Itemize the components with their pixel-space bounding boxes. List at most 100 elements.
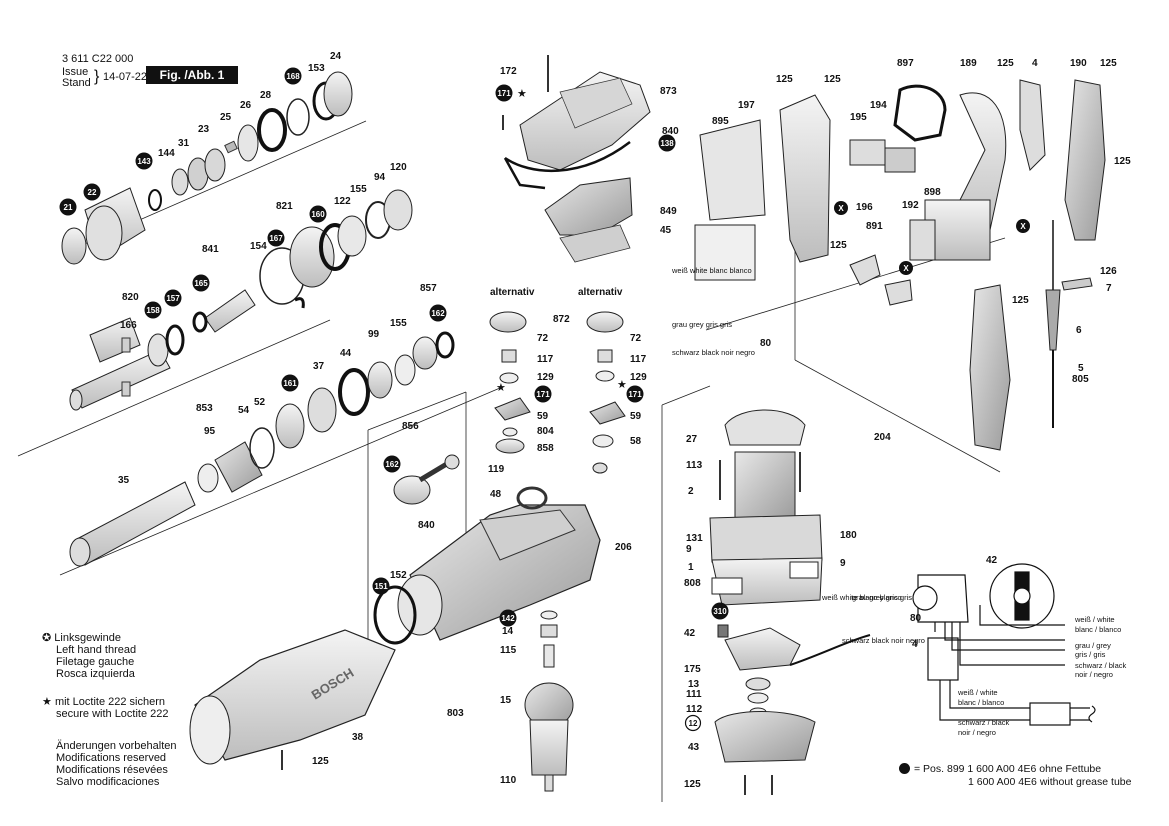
circle-badge: 171 bbox=[626, 385, 644, 403]
note-line: 1 600 A00 4E6 without grease tube bbox=[968, 776, 1132, 788]
part-label: 858 bbox=[537, 443, 554, 454]
legend-line: Modifications reserved bbox=[56, 752, 167, 764]
part-label: 190 bbox=[1070, 58, 1087, 69]
part-label: 872 bbox=[553, 314, 570, 325]
hammer-mechanism-parts bbox=[69, 189, 455, 411]
circle-badge: 138 bbox=[658, 134, 676, 152]
part-label: 117 bbox=[537, 354, 554, 365]
part-label: 891 bbox=[866, 221, 883, 232]
legend-line: Änderungen vorbehalten bbox=[56, 740, 177, 752]
svg-text:165: 165 bbox=[194, 279, 208, 288]
circle-badge: 12 bbox=[684, 714, 702, 732]
part-label: 119 bbox=[488, 464, 505, 475]
issue-label: Issue bbox=[62, 66, 89, 78]
note-line: = Pos. 899 1 600 A00 4E6 ohne Fettube bbox=[914, 763, 1102, 775]
part-label: 856 bbox=[402, 421, 419, 432]
part-label: 897 bbox=[897, 58, 914, 69]
part-label: 849 bbox=[660, 206, 677, 217]
part-label: 155 bbox=[350, 184, 367, 195]
part-label: 43 bbox=[688, 742, 700, 753]
svg-text:158: 158 bbox=[146, 306, 160, 315]
circled-labels: 171 138 143 21 22 168 167 160 165 158 15… bbox=[59, 67, 729, 732]
part-label: 125 bbox=[312, 756, 329, 767]
part-label: 808 bbox=[684, 578, 701, 589]
legend-left-thread: ✪ Linksgewinde Left hand thread Filetage… bbox=[42, 632, 136, 680]
part-label: 37 bbox=[313, 361, 325, 372]
part-label: 113 bbox=[686, 460, 703, 471]
svg-text:12: 12 bbox=[689, 719, 698, 728]
part-label: 126 bbox=[1100, 266, 1117, 277]
wire-label: gris / gris bbox=[1075, 650, 1106, 659]
part-label: 204 bbox=[874, 432, 891, 443]
part-label: 180 bbox=[840, 530, 857, 541]
part-label: 72 bbox=[537, 333, 549, 344]
bullet-icon bbox=[899, 763, 910, 774]
part-label: 172 bbox=[500, 66, 517, 77]
part-label: 125 bbox=[997, 58, 1014, 69]
svg-text:162: 162 bbox=[385, 460, 399, 469]
legend-line: Left hand thread bbox=[56, 644, 137, 656]
wire-label: schwarz / black bbox=[1075, 661, 1127, 670]
part-label: 125 bbox=[1012, 295, 1029, 306]
part-label: 898 bbox=[924, 187, 941, 198]
svg-text:21: 21 bbox=[64, 203, 73, 212]
circle-badge: 167 bbox=[267, 229, 285, 247]
armature bbox=[524, 610, 574, 792]
part-label: 42 bbox=[684, 628, 696, 639]
wire-label: blanc / blanco bbox=[958, 698, 1004, 707]
part-label: 28 bbox=[260, 90, 272, 101]
svg-text:171: 171 bbox=[536, 390, 550, 399]
part-label: 110 bbox=[500, 775, 517, 786]
star-icon: ★ bbox=[517, 88, 527, 100]
part-label: 25 bbox=[220, 112, 232, 123]
wire-label: noir / negro bbox=[1075, 670, 1113, 679]
part-label: 80 bbox=[760, 338, 772, 349]
wire-label: weiß white blanc blanco bbox=[671, 266, 752, 275]
piston-parts bbox=[393, 454, 460, 505]
svg-text:138: 138 bbox=[660, 139, 674, 148]
variant-label: alternativ bbox=[578, 287, 623, 298]
svg-text:168: 168 bbox=[286, 72, 300, 81]
wire-label: grau grey gris gris bbox=[852, 593, 912, 602]
part-label: 206 bbox=[615, 542, 632, 553]
stand-label: Stand bbox=[62, 77, 91, 89]
part-label: 189 bbox=[960, 58, 977, 69]
legend-line: secure with Loctite 222 bbox=[56, 708, 169, 720]
part-label: 13 bbox=[688, 679, 700, 690]
part-label: 31 bbox=[178, 138, 190, 149]
wire-label: grau / grey bbox=[1075, 641, 1111, 650]
part-label: 804 bbox=[537, 426, 554, 437]
part-label: 15 bbox=[500, 695, 512, 706]
tool-holder-parts bbox=[61, 71, 353, 265]
circle-badge: 157 bbox=[164, 289, 182, 307]
part-label: 94 bbox=[374, 172, 386, 183]
part-label: 95 bbox=[204, 426, 216, 437]
circle-star-icon: ✪ bbox=[42, 632, 52, 644]
star-icon: ★ bbox=[496, 382, 506, 394]
svg-text:142: 142 bbox=[501, 614, 515, 623]
cable bbox=[1045, 220, 1093, 428]
legend-line: Linksgewinde bbox=[54, 632, 121, 644]
wiring-schematic bbox=[912, 563, 1096, 726]
part-label: 52 bbox=[254, 397, 266, 408]
circle-badge: 151 bbox=[372, 577, 390, 595]
star-icon: ★ bbox=[617, 379, 627, 391]
grease-note: = Pos. 899 1 600 A00 4E6 ohne Fettube 1 … bbox=[899, 763, 1131, 789]
part-label: 196 bbox=[856, 202, 873, 213]
wire-label: schwarz black noir negro bbox=[842, 636, 925, 645]
part-label: 6 bbox=[1076, 325, 1082, 336]
svg-text:161: 161 bbox=[283, 379, 297, 388]
svg-text:171: 171 bbox=[628, 390, 642, 399]
circle-badge: 162 bbox=[429, 304, 447, 322]
brace-icon: } bbox=[94, 68, 100, 85]
circle-badge: 21 bbox=[59, 198, 77, 216]
wire-label: weiß white blanc blanco bbox=[821, 593, 902, 602]
part-label: 35 bbox=[118, 475, 130, 486]
part-label: 125 bbox=[1114, 156, 1131, 167]
circle-badge: 158 bbox=[144, 301, 162, 319]
motor bbox=[709, 409, 823, 606]
svg-text:162: 162 bbox=[431, 309, 445, 318]
svg-text:151: 151 bbox=[374, 582, 388, 591]
part-label: 59 bbox=[630, 411, 642, 422]
